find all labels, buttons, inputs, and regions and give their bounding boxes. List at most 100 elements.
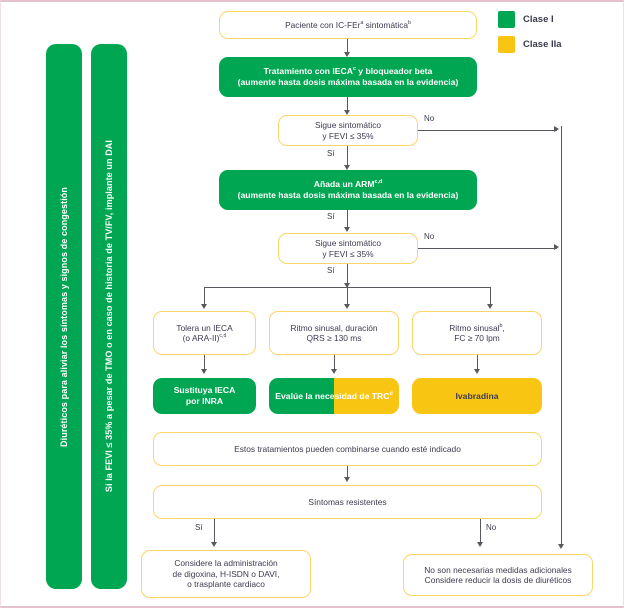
node-treatment-text1: Tratamiento con IECA [263, 66, 353, 77]
node-col3-action: Ivabradina [412, 378, 542, 414]
node-decision2: Sigue sintomático y FEVI ≤ 35% [278, 233, 418, 264]
connector-col3-cond-to-action [477, 355, 479, 372]
node-col2-condition: Ritmo sinusal, duración QRS ≥ 130 ms [269, 311, 399, 355]
node-decision2-line1: Sigue sintomático [314, 238, 382, 248]
legend-item-clase-i: Clase I [498, 11, 618, 28]
node-col1-condition-sup: c,d [219, 333, 227, 340]
legend-swatch-clase-i [498, 11, 515, 28]
arrowhead-decision2-si [343, 283, 350, 288]
node-col2-condition-line1: Ritmo sinusal, duración [290, 322, 378, 333]
node-patient-sup-a: a [360, 19, 364, 26]
node-add-mra-sup: c,d [374, 179, 383, 186]
legend-swatch-clase-iia [498, 36, 515, 53]
edge-label-no-2: No [424, 232, 435, 241]
edge-label-no-3: No [486, 523, 497, 532]
arrowhead-combine-to-resistant [343, 477, 350, 482]
node-col1-condition-line1: Tolera un IECA [176, 322, 233, 333]
node-add-mra-line2: (aumente hasta dosis máxima basada en la… [237, 190, 459, 200]
legend-label-clase-i: Clase I [523, 14, 554, 25]
edge-label-no-1: No [424, 114, 435, 123]
arrowhead-treatment-to-decision1 [343, 110, 350, 115]
connector-right-spine [561, 126, 563, 547]
arrowhead-right-spine-bottom [557, 544, 564, 549]
node-col1-action: Sustituya IECA por INRA [153, 378, 256, 414]
sidebar-icd-label: Si la FEVI ≤ 35% a pesar de TMO o en cas… [104, 140, 114, 493]
connector-split-col2 [347, 287, 349, 307]
connector-decision1-no [418, 130, 557, 132]
connector-split-col3 [490, 287, 492, 307]
node-col1-action-line2: por INRA [185, 396, 224, 406]
node-col2-action: Evalúe la necesidad de TRCd [269, 378, 399, 414]
legend: Clase I Clase IIa [498, 11, 618, 61]
arrowhead-decision1-no [554, 126, 559, 133]
sidebar-diuretics: Diuréticos para aliviar los síntomas y s… [46, 44, 82, 589]
node-decision1-line1: Sigue sintomático [314, 120, 382, 130]
connector-col1-cond-to-action [204, 355, 206, 372]
node-col1-condition: Tolera un IECA (o ARA-II)c,d [153, 311, 256, 355]
arrowhead-decision1-si [343, 165, 350, 170]
node-treatment-text2: y bloqueador beta [355, 66, 433, 77]
node-outcome-no: No son necesarias medidas adicionales Co… [403, 554, 593, 596]
arrowhead-decision2-no [554, 244, 559, 251]
node-col1-condition-line2: (o ARA-II) [182, 333, 220, 343]
node-col2-condition-line2: QRS ≥ 130 ms [306, 333, 362, 343]
node-add-mra-text1: Añada un ARM [313, 179, 375, 190]
arrowhead-resistant-si [210, 542, 217, 547]
node-patient: Paciente con IC-FEra sintomáticab [219, 11, 477, 39]
node-col3-condition-line2: FC ≥ 70 lpm [454, 333, 500, 343]
node-col1-action-line1: Sustituya IECA [173, 385, 236, 396]
connector-combine-to-resistant [347, 466, 349, 480]
legend-label-clase-iia: Clase IIa [523, 39, 562, 50]
connector-resistant-si [214, 519, 216, 545]
connector-decision2-no [418, 248, 557, 250]
edge-label-si-1: Sí [327, 149, 335, 158]
arrowhead-resistant-no [476, 542, 483, 547]
node-col2-action-green-half [269, 378, 334, 414]
legend-item-clase-iia: Clase IIa [498, 36, 618, 53]
node-col3-condition-text2: , [502, 322, 505, 333]
connector-split-col1 [204, 287, 206, 307]
connector-patient-to-treatment [347, 39, 349, 55]
arrowhead-col2-action [330, 369, 337, 374]
arrowhead-split-col3 [486, 304, 493, 309]
node-col2-action-yellow-half [334, 378, 399, 414]
sidebar-icd: Si la FEVI ≤ 35% a pesar de TMO o en cas… [91, 44, 127, 589]
node-outcome-yes-line3: o trasplante cardiaco [187, 579, 265, 590]
node-patient-text1: Paciente con IC-FEr [285, 19, 361, 30]
sidebar-diuretics-label: Diuréticos para aliviar los síntomas y s… [59, 186, 69, 447]
connector-treatment-to-decision1 [347, 97, 349, 113]
connector-mra-to-decision2 [347, 210, 349, 230]
arrowhead-mra-to-decision2 [343, 227, 350, 232]
node-patient-text2: sintomática [363, 19, 409, 30]
node-decision1-line2: y FEVI ≤ 35% [322, 130, 374, 141]
arrowhead-split-col1 [200, 304, 207, 309]
node-col3-condition-text1: Ritmo sinusal [449, 322, 500, 333]
node-outcome-no-line1: No son necesarias medidas adicionales [424, 564, 572, 575]
node-decision1: Sigue sintomático y FEVI ≤ 35% [278, 115, 418, 146]
node-combine-treatments-label: Estos tratamientos pueden combinarse cua… [234, 443, 461, 454]
connector-col2-cond-to-action [334, 355, 336, 372]
arrowhead-col3-action [473, 369, 480, 374]
arrowhead-col1-action [200, 369, 207, 374]
node-col2-action-sup: d [389, 391, 393, 398]
node-add-mra: Añada un ARMc,d (aumente hasta dosis máx… [219, 170, 477, 210]
node-outcome-yes: Considere la administración de digoxina,… [141, 550, 311, 598]
node-treatment-line2: (aumente hasta dosis máxima basada en la… [237, 77, 459, 87]
connector-decision2-si [347, 264, 349, 288]
arrowhead-split-col2 [343, 304, 350, 309]
node-combine-treatments: Estos tratamientos pueden combinarse cua… [153, 432, 542, 466]
edge-label-si-3: Sí [327, 266, 335, 275]
node-decision2-line2: y FEVI ≤ 35% [322, 248, 374, 259]
connector-resistant-no [480, 519, 482, 545]
node-treatment-sup-c: c [352, 66, 356, 73]
node-outcome-yes-line2: de digoxina, H-ISDN o DAVI, [172, 568, 280, 579]
connector-decision1-si [347, 146, 349, 168]
edge-label-si-4: Sí [195, 523, 203, 532]
arrowhead-patient-to-treatment [343, 52, 350, 57]
node-patient-sup-b: b [408, 19, 411, 26]
node-treatment-acei: Tratamiento con IECAc y bloqueador beta … [219, 57, 477, 97]
node-resistant-symptoms: Síntomas resistentes [153, 485, 542, 519]
node-col3-action-label: Ivabradina [455, 390, 499, 401]
node-col3-condition-sup: b [499, 322, 503, 329]
